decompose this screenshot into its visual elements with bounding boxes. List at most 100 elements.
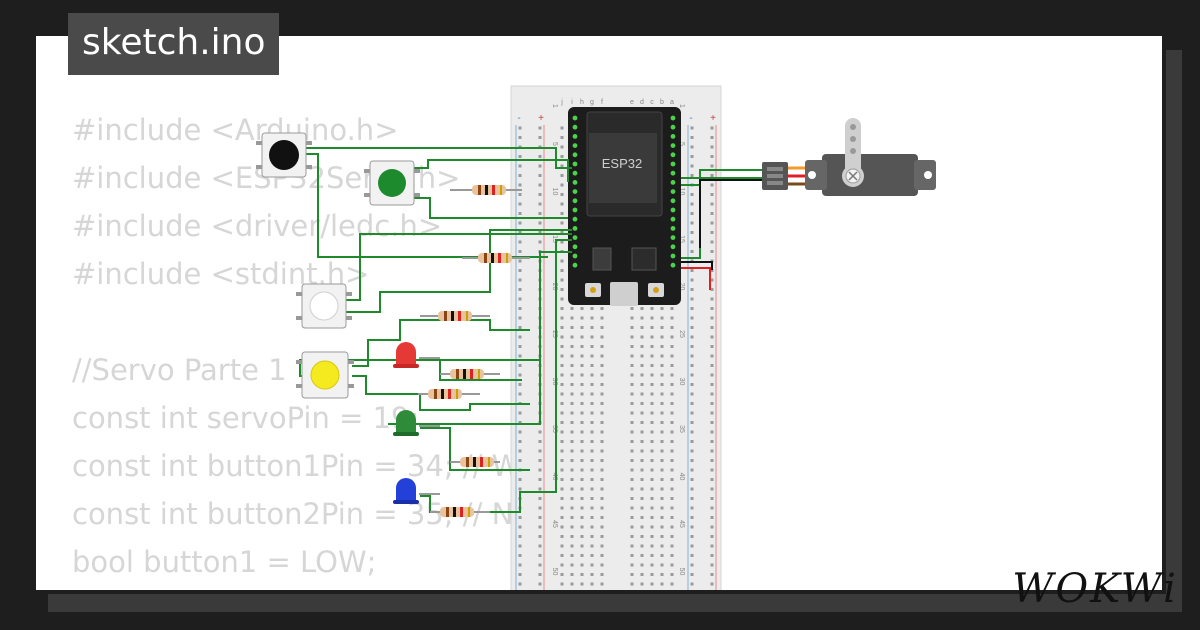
- code-line: #include <driver/ledc.h>: [72, 209, 443, 243]
- wire: [412, 159, 569, 182]
- row-number: 40: [551, 473, 558, 481]
- pin: [572, 226, 578, 231]
- row-number: 45: [551, 520, 558, 528]
- pin: [572, 161, 578, 167]
- led-red: [393, 342, 440, 368]
- column-letter: b: [660, 99, 664, 106]
- row-number: 10: [678, 188, 685, 196]
- push-button-green[interactable]: [364, 160, 420, 206]
- ground-wire: [681, 261, 713, 270]
- wire: [699, 179, 766, 248]
- pin: [572, 207, 578, 213]
- pin: [572, 143, 578, 149]
- column-letter: a: [670, 99, 674, 106]
- wokwi-logo: WOKWi: [1012, 566, 1178, 612]
- row-number: 15: [551, 235, 558, 243]
- wire: [420, 427, 530, 471]
- code-line: const int servoPin = 19;: [72, 401, 420, 435]
- row-number: 5: [678, 142, 685, 146]
- pin: [572, 235, 578, 241]
- pin: [670, 180, 676, 185]
- esp32-label: ESP32: [602, 156, 642, 171]
- esp32-pins: [572, 115, 676, 268]
- pin: [670, 143, 676, 149]
- pin: [670, 244, 676, 250]
- code-line: bool button1 = LOW;: [72, 545, 377, 579]
- pin: [572, 253, 578, 259]
- servo-motor[interactable]: [762, 118, 936, 196]
- column-letter: h: [580, 99, 584, 106]
- column-letter: f: [601, 99, 603, 106]
- pin: [670, 170, 676, 176]
- wire: [346, 229, 572, 313]
- code-line: const int button1Pin = 34; // W: [72, 449, 521, 483]
- row-number: 20: [678, 283, 685, 291]
- pin: [572, 216, 578, 222]
- pin: [572, 244, 578, 250]
- wires: [299, 147, 812, 513]
- code-line: #include <stdint.h>: [72, 257, 370, 291]
- column-letter: c: [650, 99, 654, 106]
- pin: [572, 134, 578, 139]
- row-number: 30: [551, 378, 558, 386]
- rail-plus-label: +: [710, 113, 716, 124]
- row-number: 40: [678, 473, 685, 481]
- power-wire: [681, 267, 711, 290]
- row-number: 50: [551, 568, 558, 576]
- push-button-white[interactable]: [296, 283, 352, 329]
- column-letter: g: [590, 99, 594, 106]
- column-letter: d: [640, 99, 644, 106]
- pin: [670, 226, 676, 231]
- pin: [670, 216, 676, 222]
- push-button-black[interactable]: [256, 132, 312, 178]
- pin: [670, 134, 676, 139]
- push-button-yellow[interactable]: [296, 351, 354, 399]
- row-number: 1: [678, 104, 685, 108]
- resistor: [450, 457, 500, 467]
- wire: [420, 239, 572, 513]
- led-blue: [393, 478, 440, 504]
- pin: [572, 115, 578, 121]
- row-number: 1: [551, 104, 558, 108]
- resistor: [440, 369, 500, 379]
- pin: [572, 189, 578, 195]
- pin: [670, 207, 676, 213]
- row-number: 50: [678, 568, 685, 576]
- column-letter: j: [560, 99, 563, 106]
- pin: [670, 262, 676, 268]
- row-number: 25: [551, 330, 558, 338]
- row-number: 10: [551, 188, 558, 196]
- pin: [572, 180, 578, 185]
- row-number: 30: [678, 378, 685, 386]
- wire: [346, 233, 572, 301]
- esp32-board[interactable]: ESP32: [568, 107, 681, 306]
- pin: [670, 253, 676, 259]
- row-number: 35: [678, 425, 685, 433]
- code-line: //Servo Parte 1: [72, 353, 287, 387]
- pin: [572, 198, 578, 204]
- pin: [670, 124, 676, 130]
- wire: [412, 197, 568, 219]
- wire: [681, 169, 766, 186]
- pin: [670, 161, 676, 167]
- column-letter: e: [630, 99, 634, 106]
- resistor: [418, 389, 480, 399]
- wokwi-logo-text: WOKWi: [1012, 566, 1178, 612]
- pin: [572, 124, 578, 130]
- resistor: [430, 507, 490, 517]
- led-green: [393, 410, 440, 436]
- wire: [388, 251, 572, 425]
- rail-minus-label: -: [689, 113, 692, 124]
- wire: [306, 153, 548, 258]
- pin: [670, 115, 676, 121]
- column-letter: i: [571, 99, 573, 106]
- pin: [572, 262, 578, 268]
- resistor: [450, 185, 522, 195]
- file-tab[interactable]: sketch.ino: [68, 13, 280, 75]
- resistor: [462, 253, 530, 263]
- code-editor-preview: #include <Arduino.h> #include <ESP32Serv…: [72, 106, 521, 590]
- pin: [670, 235, 676, 241]
- wire: [681, 248, 701, 259]
- code-line: const int button2Pin = 35; // N: [72, 497, 514, 531]
